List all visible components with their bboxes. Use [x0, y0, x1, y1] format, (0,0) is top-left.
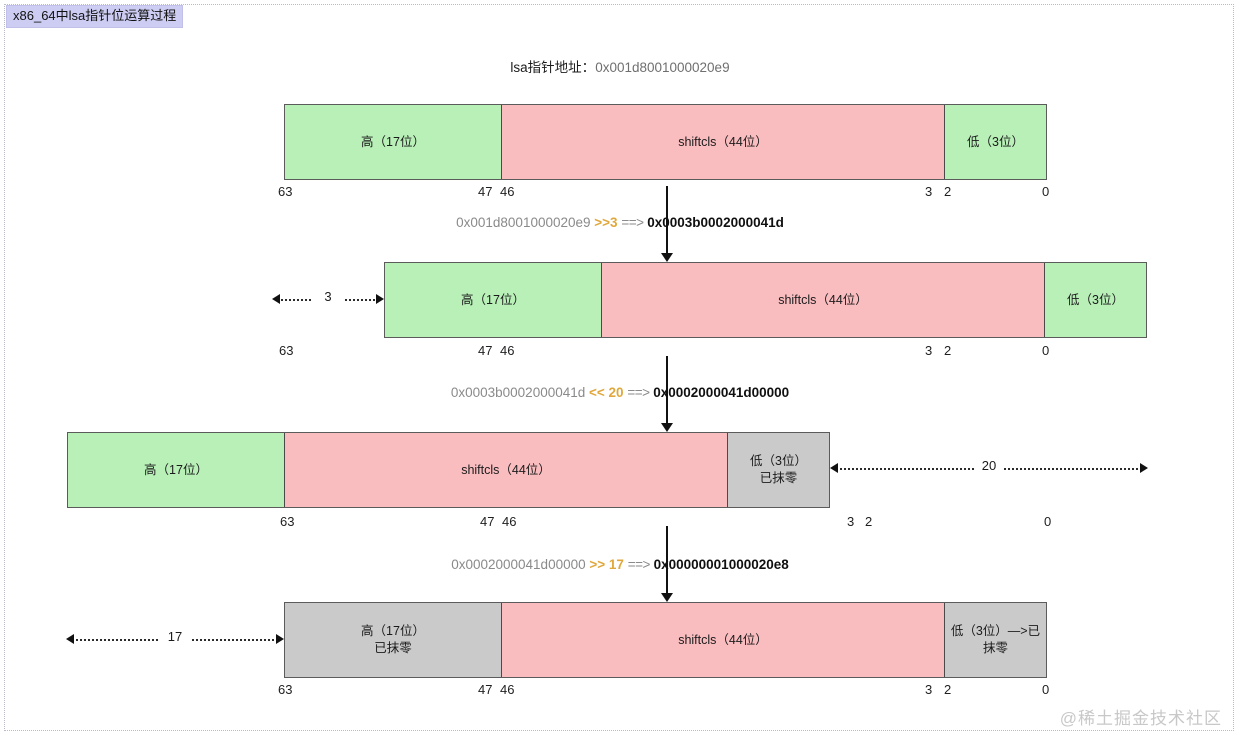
bit-bar-3: 高（17位） shiftcls（44位） 低（3位） 已抹零 [67, 432, 830, 508]
measure-cap-right [376, 294, 384, 304]
op1-shift: >>3 [594, 215, 618, 230]
bit-bar-1: 高（17位） shiftcls（44位） 低（3位） [284, 104, 1047, 180]
bar2-bit-46: 46 [500, 343, 515, 358]
bar1-bit-63: 63 [278, 184, 293, 199]
bar3-segment-high: 高（17位） [68, 433, 285, 507]
lsa-address-line: lsa指针地址：0x001d8001000020e9 [0, 56, 1240, 76]
operation-1: 0x001d8001000020e9 >>3 ==> 0x0003b000200… [0, 215, 1240, 230]
bar4-bit-47: 47 [478, 682, 493, 697]
bar2-bit-47: 47 [478, 343, 493, 358]
bar3-bit-46: 46 [502, 514, 517, 529]
bit-bar-2: 高（17位） shiftcls（44位） 低（3位） [384, 262, 1147, 338]
bar2-segment-low: 低（3位） [1045, 263, 1146, 337]
measure-cap-right [276, 634, 284, 644]
bar2-bit-63: 63 [279, 343, 294, 358]
bar3-bit-0: 0 [1044, 514, 1052, 529]
bar1-bit-2: 2 [944, 184, 952, 199]
bar4-bit-46: 46 [500, 682, 515, 697]
op2-shift: << 20 [589, 385, 624, 400]
bar4-bit-2: 2 [944, 682, 952, 697]
bar2-bit-0: 0 [1042, 343, 1050, 358]
operation-2: 0x0003b0002000041d << 20 ==> 0x000200004… [0, 385, 1240, 400]
op2-arrow: ==> [627, 385, 650, 400]
connector-arrow-1 [660, 186, 674, 262]
connector-arrow-3 [660, 526, 674, 602]
measure-label-3: 3 [313, 289, 343, 304]
operation-3: 0x0002000041d00000 >> 17 ==> 0x000000010… [0, 557, 1240, 572]
measure-shift-3: 3 [272, 289, 384, 309]
measure-shift-20: 20 [830, 458, 1148, 478]
bar1-bit-0: 0 [1042, 184, 1050, 199]
bar3-segment-shiftcls: shiftcls（44位） [285, 433, 728, 507]
bar2-bit-2: 2 [944, 343, 952, 358]
bar1-segment-high: 高（17位） [285, 105, 502, 179]
watermark: @稀土掘金技术社区 [1059, 709, 1222, 728]
bar3-bit-2: 2 [865, 514, 873, 529]
op3-shift: >> 17 [589, 557, 624, 572]
measure-cap-left [66, 634, 74, 644]
measure-label-17: 17 [160, 629, 190, 644]
bar4-segment-shiftcls: shiftcls（44位） [502, 603, 945, 677]
bar3-bit-47: 47 [480, 514, 495, 529]
bar3-bit-3: 3 [847, 514, 855, 529]
bar3-bit-63: 63 [280, 514, 295, 529]
bar3-segment-low-zeroed: 低（3位） 已抹零 [728, 433, 829, 507]
measure-shift-17: 17 [66, 629, 284, 649]
bit-bar-4: 高（17位） 已抹零 shiftcls（44位） 低（3位）—>已 抹零 [284, 602, 1047, 678]
bar1-bit-3: 3 [925, 184, 933, 199]
bar1-segment-low: 低（3位） [945, 105, 1046, 179]
op3-result: 0x00000001000020e8 [653, 557, 789, 572]
bar1-bit-46: 46 [500, 184, 515, 199]
bar1-bit-47: 47 [478, 184, 493, 199]
bar2-segment-shiftcls: shiftcls（44位） [602, 263, 1045, 337]
bar4-bit-3: 3 [925, 682, 933, 697]
bar4-bit-63: 63 [278, 682, 293, 697]
op1-result: 0x0003b0002000041d [647, 215, 784, 230]
measure-cap-left [272, 294, 280, 304]
op3-arrow: ==> [627, 557, 651, 572]
measure-cap-left [830, 463, 838, 473]
op2-source: 0x0003b0002000041d [450, 385, 586, 400]
bar4-bit-0: 0 [1042, 682, 1050, 697]
measure-cap-right [1140, 463, 1148, 473]
op1-arrow: ==> [621, 215, 644, 230]
measure-label-20: 20 [974, 458, 1004, 473]
bar1-segment-shiftcls: shiftcls（44位） [502, 105, 945, 179]
op3-source: 0x0002000041d00000 [451, 557, 586, 572]
bar2-bit-3: 3 [925, 343, 933, 358]
diagram-title: x86_64中lsa指针位运算过程 [6, 5, 184, 28]
bar4-segment-high-zeroed: 高（17位） 已抹零 [285, 603, 502, 677]
op2-result: 0x0002000041d00000 [653, 385, 790, 400]
connector-arrow-2 [660, 356, 674, 432]
lsa-address-label: lsa指针地址： [510, 60, 596, 75]
op1-source: 0x001d8001000020e9 [456, 215, 591, 230]
bar4-segment-low-zeroed: 低（3位）—>已 抹零 [945, 603, 1046, 677]
lsa-address-value: 0x001d8001000020e9 [595, 60, 730, 75]
bar2-segment-high: 高（17位） [385, 263, 602, 337]
